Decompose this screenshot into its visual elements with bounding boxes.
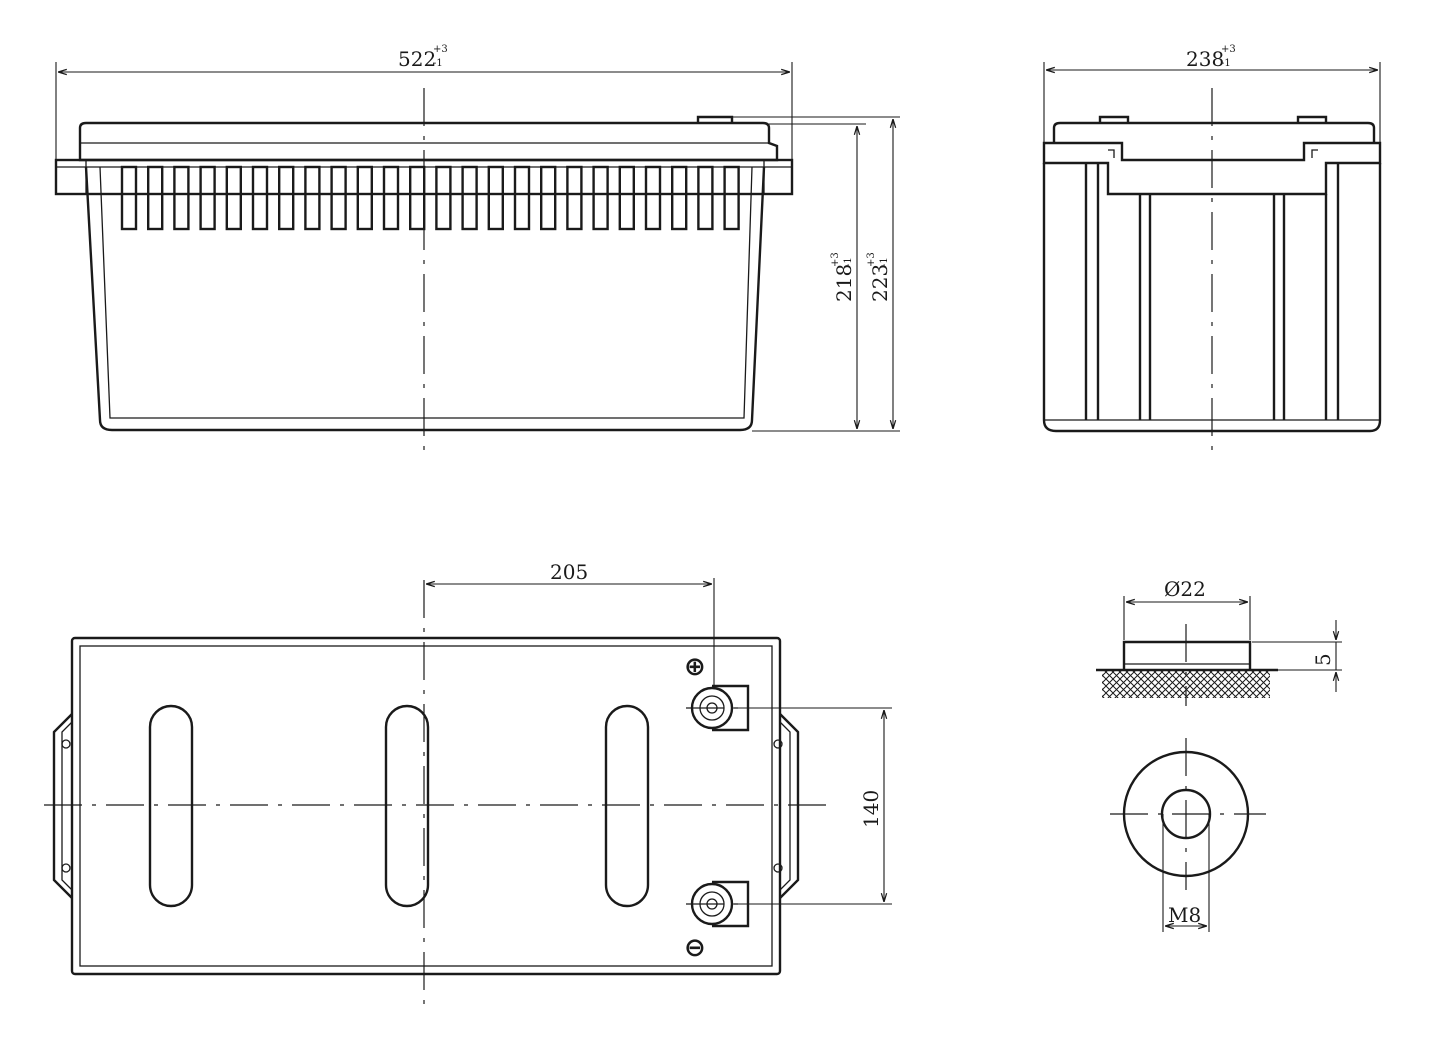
front-case-rib: [382, 165, 400, 231]
front-terminal-post: [696, 115, 734, 123]
front-lid-top: [78, 121, 779, 162]
front-case-rib: [697, 165, 714, 231]
front-case-rib: [330, 165, 347, 231]
front-case-body: [84, 166, 766, 432]
front-case-rib: [356, 165, 373, 231]
front-case-rib: [671, 165, 688, 231]
terminal-detail: Ø22 5 M8: [1096, 577, 1342, 932]
top-left-tab: [52, 713, 73, 899]
negative-symbol: ⊖: [684, 933, 706, 963]
dim-height-body-tol-upper: +3: [830, 252, 841, 267]
front-case-rib: [409, 165, 426, 231]
front-case-ribs: [120, 165, 740, 231]
front-case-rib: [146, 165, 164, 231]
dim-terminal-pitch: 140: [859, 790, 883, 828]
side-view: 238 +3 -1: [1042, 44, 1382, 460]
dim-bolt-thread: M8: [1168, 903, 1201, 927]
front-case-rib: [225, 165, 243, 231]
dim-height-total-tol-lower: -1: [879, 257, 890, 267]
front-case-rib: [304, 165, 321, 231]
front-case-rib: [251, 165, 269, 231]
positive-symbol: ⊕: [684, 652, 706, 682]
dim-terminal-spacing: 205: [550, 560, 588, 584]
front-view: 522 +3 -1 218 +3 -1 223 +3 -1: [54, 44, 900, 460]
dim-front-length-tol-lower: -1: [433, 58, 443, 69]
dim-terminal-diameter: Ø22: [1164, 577, 1206, 601]
front-case-rib: [199, 165, 216, 231]
dim-height-total: 223: [868, 264, 892, 302]
front-case-rib: [278, 165, 295, 231]
front-case-rib: [173, 165, 190, 231]
dim-side-width-tol-lower: -1: [1221, 58, 1231, 69]
front-case-rib: [513, 165, 531, 231]
dim-terminal-height: 5: [1311, 653, 1335, 666]
front-case-rib: [487, 165, 504, 231]
top-view: ⊕ ⊖ 205 140: [44, 560, 892, 1008]
dim-front-length-tol-upper: +3: [433, 44, 448, 55]
dim-front-length: 522: [398, 47, 436, 71]
dim-height-total-tol-upper: +3: [866, 252, 877, 267]
top-slot-2: [384, 704, 430, 908]
front-case-rib: [592, 165, 609, 231]
top-slot-1: [148, 704, 194, 908]
side-case-body: [1042, 163, 1382, 433]
front-case-rib: [618, 165, 635, 231]
top-outline: [70, 636, 782, 976]
front-case-rib: [435, 165, 452, 231]
detail-terminal-side: [1122, 640, 1252, 670]
dim-side-width-tol-upper: +3: [1221, 44, 1236, 55]
top-right-tab: [779, 713, 800, 899]
front-case-rib: [540, 165, 557, 231]
front-case-rib: [723, 165, 740, 231]
front-case-rib: [461, 165, 478, 231]
front-case-rib: [644, 165, 662, 231]
front-case-rib: [120, 165, 138, 231]
dim-side-width: 238: [1186, 47, 1224, 71]
front-case-rib: [566, 165, 583, 231]
dim-height-body-tol-lower: -1: [843, 257, 854, 267]
side-lid-top: [1052, 121, 1376, 143]
top-slot-3: [604, 704, 650, 908]
dim-height-body: 218: [832, 264, 856, 302]
